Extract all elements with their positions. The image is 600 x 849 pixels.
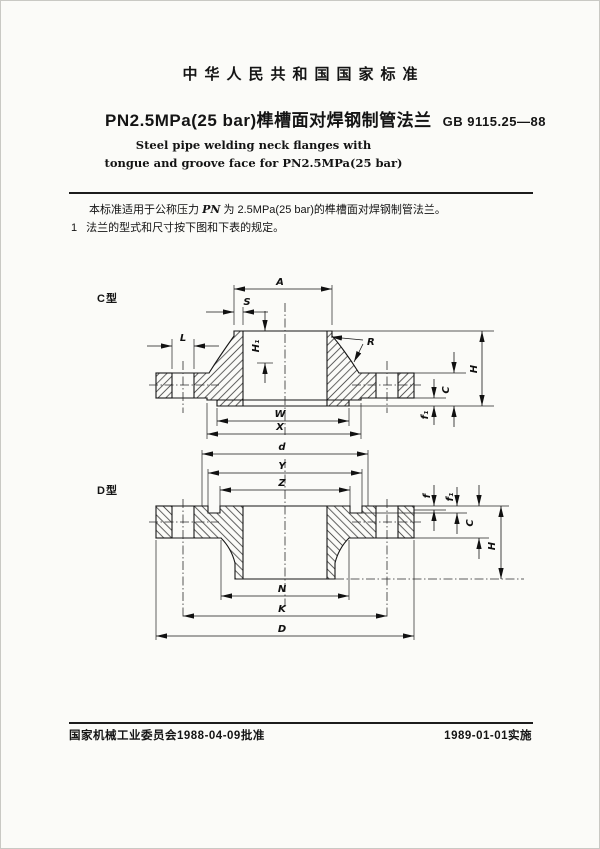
scope-pre: 本标准适用于公称压力 [89, 204, 203, 216]
dim-label-l: L [180, 333, 186, 344]
type-d-flange-drawing: d Y Z N K D f f₁ C H [149, 442, 524, 640]
dim-label-f: f [422, 492, 433, 498]
dim-label-z: Z [277, 478, 286, 489]
dim-label-n: N [278, 584, 287, 595]
dim-label-w: W [274, 409, 286, 420]
dim-label-k: K [278, 604, 287, 615]
footer-rule [69, 722, 533, 724]
header-rule [69, 192, 533, 194]
clause-1: 1 法兰的型式和尺寸按下图和下表的规定。 [71, 219, 284, 235]
type-d-centerlines [149, 459, 524, 619]
dim-label-d-big: D [278, 624, 286, 635]
standard-number: GB 9115.25—88 [442, 114, 546, 129]
dim-label-f1: f₁ [445, 493, 456, 502]
figure-label-type-c: C型 [97, 293, 118, 305]
dim-label-c: C [465, 519, 476, 527]
clause-number: 1 [71, 222, 78, 234]
dim-label-d-small: d [278, 442, 286, 453]
dim-label-a: A [275, 277, 284, 288]
scope-paragraph: 本标准适用于公称压力 PN 为 2.5MPa(25 bar)的榫槽面对焊钢制管法… [89, 201, 446, 217]
title-en-line1: Steel pipe welding neck flanges with [135, 138, 372, 152]
dim-label-x: X [275, 422, 285, 433]
figure-label-type-d: D型 [97, 485, 118, 497]
clause-text: 法兰的型式和尺寸按下图和下表的规定。 [86, 222, 285, 234]
type-c-flange-drawing: A S H₁ L R W X f₁ C H [147, 277, 494, 439]
implementation-note: 1989-01-01实施 [444, 730, 532, 742]
type-c-outline [155, 330, 415, 407]
dim-label-y: Y [278, 461, 287, 472]
type-c-centerlines [149, 303, 421, 435]
dim-label-h: H [469, 364, 480, 373]
dim-label-c: C [441, 386, 452, 394]
type-d-dimension-lines [156, 451, 504, 639]
dim-label-h1: H₁ [251, 340, 262, 353]
standard-org-heading: 中华人民共和国国家标准 [182, 66, 425, 83]
dim-label-h: H [487, 541, 498, 550]
scope-symbol-pn: PN [202, 203, 221, 216]
standard-title-cn: PN2.5MPa(25 bar)榫槽面对焊钢制管法兰 [105, 111, 432, 130]
dim-label-f1: f₁ [420, 411, 431, 420]
type-c-dimension-lines [147, 286, 485, 437]
dim-label-s: S [243, 297, 250, 308]
title-row: PN2.5MPa(25 bar)榫槽面对焊钢制管法兰 GB 9115.25—88 [105, 106, 546, 131]
type-d-dimension-labels: d Y Z N K D f f₁ C H [277, 442, 498, 635]
dim-label-r: R [367, 337, 375, 348]
title-en-line2: tongue and groove face for PN2.5MPa(25 b… [104, 156, 403, 170]
standard-title-en: Steel pipe welding neck flanges with ton… [61, 136, 446, 172]
scope-post: 为 2.5MPa(25 bar)的榫槽面对焊钢制管法兰。 [220, 204, 446, 216]
type-c-dimension-labels: A S H₁ L R W X f₁ C H [180, 277, 480, 433]
approval-note: 国家机械工业委员会1988-04-09批准 [69, 730, 265, 742]
